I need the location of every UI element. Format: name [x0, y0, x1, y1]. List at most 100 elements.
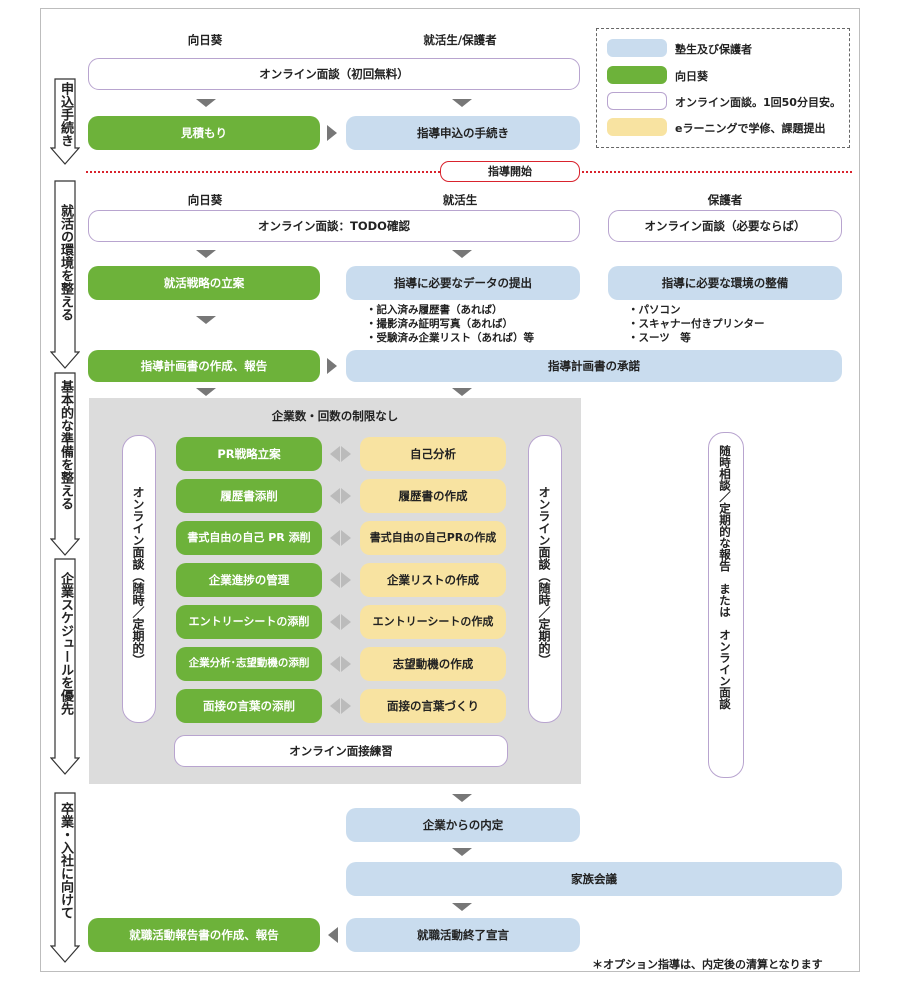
phase-arrow-graduation: 卒業・入社に向けて [49, 792, 81, 964]
arrow-down [452, 903, 472, 911]
bidirectional-arrow-right [341, 698, 351, 714]
list-item: ・スキャナー付きプリンター [628, 318, 765, 330]
bidirectional-arrow-right [341, 530, 351, 546]
phase-arrow-shape [49, 180, 81, 369]
column-header-himawari: 向日葵 [187, 193, 223, 207]
legend-label: 塾生及び保護者 [675, 43, 752, 56]
interview-practice-box: オンライン面接練習 [174, 735, 508, 767]
company-progress-box: 企業進捗の管理 [176, 563, 322, 597]
footnote: ＊オプション指導は、内定後の清算となります [592, 958, 823, 971]
legend-swatch-online [607, 92, 667, 110]
list-item: ・スーツ 等 [628, 332, 691, 344]
phase-label: 就活の環境を整える [58, 204, 73, 321]
phase-arrow-shape [49, 372, 81, 556]
online-interview-parent: オンライン面談（必要ならば） [608, 210, 842, 242]
bidirectional-arrow-left [330, 446, 340, 462]
job-offer-box: 企業からの内定 [346, 808, 580, 842]
arrow-down [452, 388, 472, 396]
motivation-review-box: 企業分析･志望動機の添削 [176, 647, 322, 681]
bidirectional-arrow-left [330, 488, 340, 504]
estimate-box: 見積もり [88, 116, 320, 150]
bidirectional-arrow-left [330, 614, 340, 630]
free-pr-review-box: 書式自由の自己 PR 添削 [176, 521, 322, 555]
activity-report-box: 就職活動報告書の作成、報告 [88, 918, 320, 952]
list-item: ・撮影済み証明写真（あれば） [366, 318, 513, 330]
bidirectional-arrow-left [330, 530, 340, 546]
column-header-himawari: 向日葵 [187, 33, 223, 47]
diagram-frame [40, 8, 860, 972]
plan-create-box: 指導計画書の作成、報告 [88, 350, 320, 382]
pr-strategy-box: PR戦略立案 [176, 437, 322, 471]
arrow-down [452, 794, 472, 802]
student-data-list: ・記入済み履歴書（あれば） ・撮影済み証明写真（あれば） ・受験済み企業リスト（… [366, 303, 586, 345]
legend: 塾生及び保護者 向日葵 オンライン面談。1回50分目安。 eラーニングで学修、課… [596, 28, 850, 148]
list-item: ・受験済み企業リスト（あれば）等 [366, 332, 534, 344]
parent-env-list: ・パソコン ・スキャナー付きプリンター ・スーツ 等 [628, 303, 848, 345]
online-interview-left: オンライン面談（随時／定期的） [122, 435, 156, 723]
legend-swatch-yellow [607, 118, 667, 136]
legend-label: eラーニングで学修、課題提出 [675, 122, 826, 135]
arrow-right [327, 358, 337, 374]
self-analysis-box: 自己分析 [360, 437, 506, 471]
legend-swatch-blue [607, 39, 667, 57]
phase-arrow-apply: 申込手続き [49, 78, 81, 166]
env-setup-box: 指導に必要な環境の整備 [608, 266, 842, 300]
bidirectional-arrow-right [341, 656, 351, 672]
bidirectional-arrow-left [330, 572, 340, 588]
arrow-down [196, 99, 216, 107]
online-interview-left-label: オンライン面談（随時／定期的） [131, 486, 145, 666]
phase-arrow-shape [49, 792, 81, 963]
bidirectional-arrow-left [330, 656, 340, 672]
resume-create-box: 履歴書の作成 [360, 479, 506, 513]
side-consult-label: 随時相談／定期的な報告 または オンライン面談 [718, 445, 732, 710]
side-consult-box: 随時相談／定期的な報告 または オンライン面談 [708, 432, 744, 778]
strategy-box: 就活戦略の立案 [88, 266, 320, 300]
bidirectional-arrow-right [341, 446, 351, 462]
company-list-box: 企業リストの作成 [360, 563, 506, 597]
free-pr-create-box: 書式自由の自己PRの作成 [360, 521, 506, 555]
panel-title: 企業数・回数の制限なし [271, 409, 399, 423]
legend-label: オンライン面談。1回50分目安。 [675, 96, 841, 109]
start-label: 指導開始 [440, 161, 580, 182]
family-meeting-box: 家族会議 [346, 862, 842, 896]
bidirectional-arrow-right [341, 572, 351, 588]
phase-arrow-company-schedule: 企業スケジュールを優先 [49, 558, 81, 776]
online-interview-right: オンライン面談（随時／定期的） [528, 435, 562, 723]
phase-label: 基本的な準備を整える [58, 380, 73, 510]
resume-review-box: 履歴書添削 [176, 479, 322, 513]
bidirectional-arrow-right [341, 614, 351, 630]
online-interview-right-label: オンライン面談（随時／定期的） [537, 486, 551, 666]
plan-approve-box: 指導計画書の承諾 [346, 350, 842, 382]
phase-label: 企業スケジュールを優先 [58, 572, 73, 715]
end-declaration-box: 就職活動終了宣言 [346, 918, 580, 952]
arrow-down [452, 848, 472, 856]
data-submit-box: 指導に必要なデータの提出 [346, 266, 580, 300]
column-header-student: 就活生 [442, 193, 478, 207]
bidirectional-arrow-left [330, 698, 340, 714]
arrow-down [196, 316, 216, 324]
phase-arrow-basic-prep: 基本的な準備を整える [49, 372, 81, 557]
column-header-parent: 保護者 [707, 193, 743, 207]
list-item: ・記入済み履歴書（あれば） [366, 304, 503, 316]
bidirectional-arrow-right [341, 488, 351, 504]
arrow-down [196, 388, 216, 396]
legend-label: 向日葵 [675, 70, 708, 83]
phase-arrow-shape [49, 78, 81, 165]
interview-words-create-box: 面接の言葉づくり [360, 689, 506, 723]
column-header-student-parent: 就活生/保護者 [423, 33, 497, 47]
legend-swatch-green [607, 66, 667, 84]
online-interview-todo: オンライン面談：TODO確認 [88, 210, 580, 242]
arrow-down [452, 99, 472, 107]
phase-arrow-environment: 就活の環境を整える [49, 180, 81, 370]
arrow-left [328, 927, 338, 943]
online-interview-first: オンライン面談（初回無料） [88, 58, 580, 90]
phase-label: 卒業・入社に向けて [58, 802, 73, 919]
entry-sheet-create-box: エントリーシートの作成 [360, 605, 506, 639]
phase-arrow-shape [49, 558, 81, 775]
entry-sheet-review-box: エントリーシートの添削 [176, 605, 322, 639]
motivation-create-box: 志望動機の作成 [360, 647, 506, 681]
arrow-down [452, 250, 472, 258]
list-item: ・パソコン [628, 304, 681, 316]
interview-words-review-box: 面接の言葉の添削 [176, 689, 322, 723]
arrow-down [196, 250, 216, 258]
